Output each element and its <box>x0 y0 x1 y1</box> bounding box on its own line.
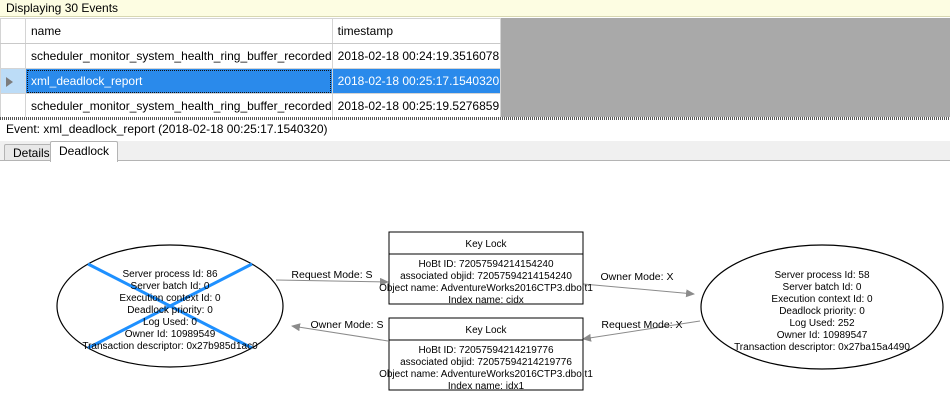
table-row[interactable]: scheduler_monitor_system_health_ring_buf… <box>0 93 501 119</box>
winner-line-3: Deadlock priority: 0 <box>779 306 865 317</box>
process-node-winner[interactable]: Server process Id: 58 Server batch Id: 0… <box>700 244 944 370</box>
key-lock-bottom-line-1: associated objid: 72057594214219776 <box>400 357 572 368</box>
edge-request-s: Request Mode: S <box>275 269 389 286</box>
process-node-victim[interactable]: Server process Id: 86 Server batch Id: 0… <box>56 244 284 368</box>
winner-line-5: Owner Id: 10989547 <box>777 330 868 341</box>
key-lock-bottom-title: Key Lock <box>465 325 507 336</box>
event-title-label: Event: xml_deadlock_report (2018-02-18 0… <box>6 122 328 136</box>
key-lock-bottom-line-0: HoBt ID: 72057594214219776 <box>418 345 554 356</box>
cell-timestamp[interactable]: 2018-02-18 00:24:19.3516078 <box>331 43 501 69</box>
column-header-name[interactable]: name <box>25 18 333 44</box>
cell-name[interactable]: xml_deadlock_report <box>25 68 333 94</box>
edge-request-x-label: Request Mode: X <box>601 319 682 331</box>
table-row[interactable]: xml_deadlock_report 2018-02-18 00:25:17.… <box>0 68 501 94</box>
key-lock-top-line-0: HoBt ID: 72057594214154240 <box>418 259 554 270</box>
cell-timestamp[interactable]: 2018-02-18 00:25:19.5276859 <box>331 93 501 119</box>
deadlock-graph-canvas[interactable]: top Key Lock --> Request Mode: S winner(… <box>0 161 950 400</box>
key-lock-top-line-2: Object name: AdventureWorks2016CTP3.dbo.… <box>379 283 593 294</box>
events-grid-header-row: name timestamp <box>0 18 501 44</box>
victim-line-4: Log Used: 0 <box>143 317 197 328</box>
edge-owner-s: Owner Mode: S <box>291 319 389 342</box>
row-indicator[interactable] <box>0 68 26 94</box>
deadlock-graph-svg: top Key Lock --> Request Mode: S winner(… <box>56 231 944 392</box>
grid-splitter[interactable] <box>0 117 950 120</box>
events-grid[interactable]: name timestamp scheduler_monitor_system_… <box>0 18 501 119</box>
row-indicator[interactable] <box>0 43 26 69</box>
victim-line-5: Owner Id: 10989549 <box>125 329 216 340</box>
column-header-timestamp[interactable]: timestamp <box>331 18 501 44</box>
row-indicator[interactable] <box>0 93 26 119</box>
edge-request-s-label: Request Mode: S <box>291 269 372 281</box>
events-grid-container[interactable]: name timestamp scheduler_monitor_system_… <box>0 18 950 119</box>
resource-node-key-lock-top[interactable]: Key Lock HoBt ID: 72057594214154240 asso… <box>379 231 593 306</box>
edge-owner-x-label: Owner Mode: X <box>601 271 674 283</box>
events-count-banner: Displaying 30 Events <box>0 0 950 17</box>
winner-line-4: Log Used: 252 <box>789 318 854 329</box>
victim-line-1: Server batch Id: 0 <box>131 281 210 292</box>
deadlock-victim-cross-icon <box>87 262 253 350</box>
edge-owner-s-label: Owner Mode: S <box>311 319 384 331</box>
cell-name[interactable]: scheduler_monitor_system_health_ring_buf… <box>25 93 333 119</box>
events-count-label: Displaying 30 Events <box>6 1 119 15</box>
key-lock-top-title: Key Lock <box>465 239 507 250</box>
key-lock-bottom-line-3: Index name: idx1 <box>448 381 525 392</box>
column-header-indicator <box>0 18 26 44</box>
resource-node-key-lock-bottom[interactable]: Key Lock HoBt ID: 72057594214219776 asso… <box>379 317 593 392</box>
tabstrip-divider <box>0 160 950 161</box>
table-row[interactable]: scheduler_monitor_system_health_ring_buf… <box>0 43 501 69</box>
victim-line-2: Execution context Id: 0 <box>119 293 221 304</box>
victim-line-0: Server process Id: 86 <box>122 269 217 280</box>
winner-line-1: Server batch Id: 0 <box>783 282 862 293</box>
winner-line-6: Transaction descriptor: 0x27ba15a4490 <box>734 342 910 353</box>
event-detail-header: Event: xml_deadlock_report (2018-02-18 0… <box>0 121 950 138</box>
key-lock-top-line-1: associated objid: 72057594214154240 <box>400 271 572 282</box>
winner-line-2: Execution context Id: 0 <box>771 294 873 305</box>
cell-name[interactable]: scheduler_monitor_system_health_ring_buf… <box>25 43 333 69</box>
victim-line-3: Deadlock priority: 0 <box>127 305 213 316</box>
detail-tabstrip: Details Deadlock <box>0 141 950 162</box>
key-lock-top-line-3: Index name: cidx <box>448 295 524 306</box>
winner-line-0: Server process Id: 58 <box>774 270 869 281</box>
key-lock-bottom-line-2: Object name: AdventureWorks2016CTP3.dbo.… <box>379 369 593 380</box>
row-selector-arrow-icon <box>6 76 13 87</box>
tab-deadlock[interactable]: Deadlock <box>50 141 119 162</box>
edge-request-x: Request Mode: X <box>582 319 701 342</box>
victim-line-6: Transaction descriptor: 0x27b985d1ac0 <box>82 341 258 352</box>
edge-owner-x: Owner Mode: X <box>582 271 695 298</box>
cell-timestamp[interactable]: 2018-02-18 00:25:17.1540320 <box>331 68 501 94</box>
